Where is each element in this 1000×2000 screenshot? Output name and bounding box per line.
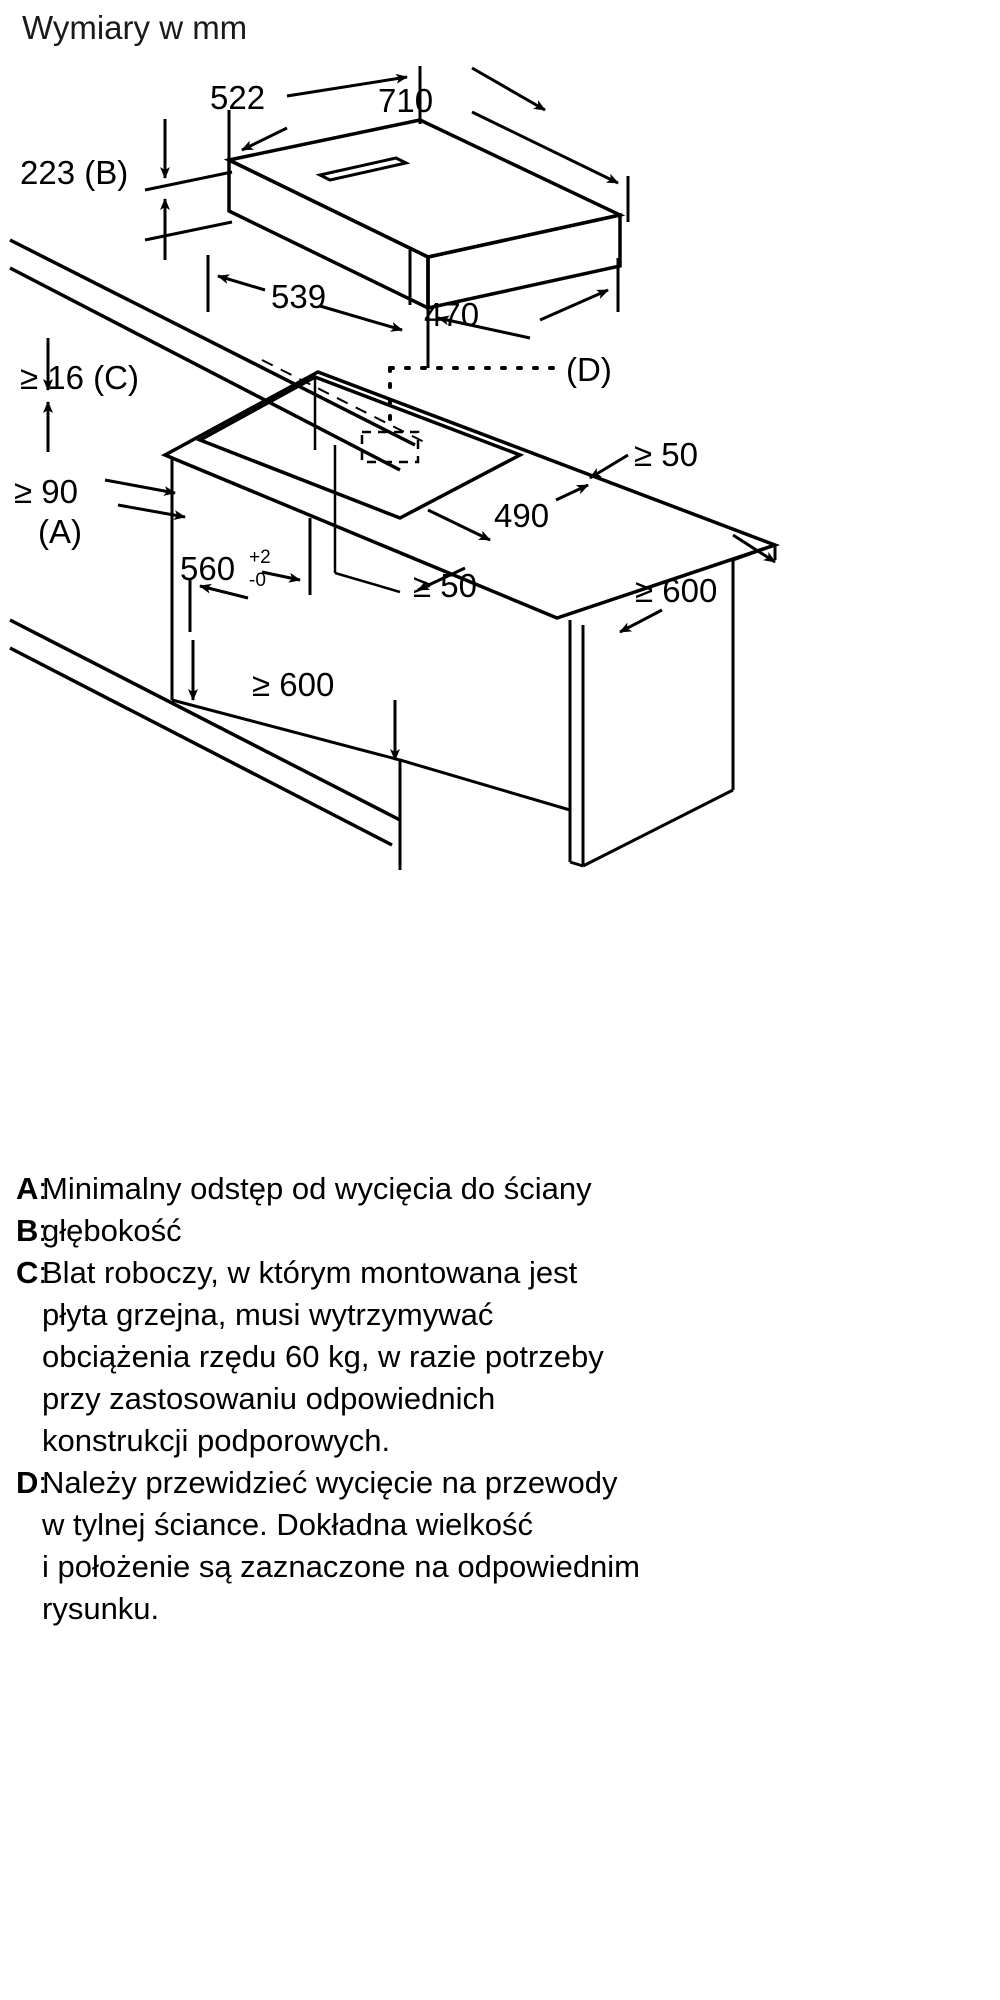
dim-710 xyxy=(471,66,630,222)
legend-text-a-line1: Minimalny odstęp od wycięcia do ściany xyxy=(42,1171,592,1206)
legend-text-c-line2: płyta grzejna, musi wytrzymywać xyxy=(42,1297,494,1332)
dim-600-right xyxy=(619,533,776,634)
dim-label-522: 522 xyxy=(210,79,265,116)
cable-cutout-box xyxy=(360,430,420,464)
dim-label-560-tol-minus: -0 xyxy=(249,570,266,591)
legend-key-d: D: xyxy=(16,1465,48,1500)
legend-item-d-cont3: X: i położenie są zaznaczone na odpowied… xyxy=(0,1546,1000,1588)
legend-item-c: C: Blat roboczy, w którym montowana jest xyxy=(0,1252,1000,1294)
legend-text-c-line3: obciążenia rzędu 60 kg, w razie potrzeby xyxy=(42,1339,604,1374)
dim-label-560: 560 xyxy=(180,550,235,587)
dim-label-d-marker: (D) xyxy=(566,351,612,388)
dim-label-560-tol-plus: +2 xyxy=(249,547,271,568)
legend-text-c-line1: Blat roboczy, w którym montowana jest xyxy=(42,1255,578,1290)
alignment-dashed-line xyxy=(261,359,431,446)
legend-text-d-line4: rysunku. xyxy=(42,1591,160,1626)
legend-item-c-cont4: X: przy zastosowaniu odpowiednich xyxy=(0,1378,1000,1420)
dim-label-490: 490 xyxy=(494,497,549,534)
legend-key-c: C: xyxy=(16,1255,48,1290)
worktop-slab xyxy=(9,238,416,847)
cooktop-left-face xyxy=(227,157,430,311)
legend-item-c-cont5: X: konstrukcji podporowych. xyxy=(0,1420,1000,1462)
legend-text-d-line2: w tylnej ściance. Dokładna wielkość xyxy=(42,1507,534,1542)
downdraft-vent-slot xyxy=(315,156,411,182)
legend-key-b-letter: B xyxy=(16,1213,39,1248)
legend-key-c-letter: C xyxy=(16,1255,39,1290)
dim-label-223-b: 223 (B) xyxy=(20,154,128,191)
dim-50-right xyxy=(589,453,629,480)
page-title: Wymiary w mm xyxy=(22,9,248,46)
dim-label-90-a-line2: (A) xyxy=(38,513,82,550)
legend-block: A: Minimalny odstęp od wycięcia do ścian… xyxy=(0,1168,1000,1630)
dim-223-b xyxy=(144,119,233,260)
legend-item-b: B: głębokość xyxy=(0,1210,1000,1252)
legend-item-d-cont4: X: rysunku. xyxy=(0,1588,1000,1630)
legend-key-a: A: xyxy=(16,1171,48,1206)
dim-label-16-c: ≥ 16 (C) xyxy=(20,359,139,396)
dim-470 xyxy=(426,258,620,368)
legend-item-a: A: Minimalny odstęp od wycięcia do ścian… xyxy=(0,1168,1000,1210)
dim-label-600-right: ≥ 600 xyxy=(635,572,717,609)
dim-label-600-bottom: ≥ 600 xyxy=(252,666,334,703)
cabinet-body xyxy=(170,445,777,870)
legend-text-c-line5: konstrukcji podporowych. xyxy=(42,1423,391,1458)
dim-label-470: 470 xyxy=(424,296,479,333)
dim-50-left xyxy=(417,566,466,592)
legend-item-d: D: Należy przewidzieć wycięcie na przewo… xyxy=(0,1462,1000,1504)
legend-item-d-cont2: X: w tylnej ściance. Dokładna wielkość xyxy=(0,1504,1000,1546)
legend-text-d-line1: Należy przewidzieć wycięcie na przewody xyxy=(42,1465,618,1500)
dim-label-50-left: ≥ 50 xyxy=(413,567,477,604)
dimension-drawing: 522 710 223 (B) 539 470 ≥ 16 (C) (D) ≥ 9… xyxy=(9,66,781,870)
legend-text-d-line3: i położenie są zaznaczone na odpowiednim xyxy=(42,1549,641,1584)
dim-label-50-right: ≥ 50 xyxy=(634,436,698,473)
legend-text-b-line1: głębokość xyxy=(42,1213,182,1248)
cooktop-right-face xyxy=(426,212,622,311)
legend-key-b: B: xyxy=(16,1213,48,1248)
dim-539 xyxy=(206,250,412,332)
legend-key-a-letter: A xyxy=(16,1171,39,1206)
dim-522 xyxy=(227,66,422,163)
legend-text-c-line4: przy zastosowaniu odpowiednich xyxy=(42,1381,496,1416)
legend-key-d-letter: D xyxy=(16,1465,39,1500)
dim-600-bottom xyxy=(188,640,400,761)
legend-item-c-cont3: X: obciążenia rzędu 60 kg, w razie potrz… xyxy=(0,1336,1000,1378)
legend-item-c-cont2: X: płyta grzejna, musi wytrzymywać xyxy=(0,1294,1000,1336)
dim-490 xyxy=(427,483,589,542)
dim-90-a xyxy=(104,478,186,520)
worktop-cutout xyxy=(195,375,525,520)
dim-label-710: 710 xyxy=(378,82,433,119)
dim-label-90-a-line1: ≥ 90 xyxy=(14,473,78,510)
dim-560 xyxy=(188,518,312,632)
dim-label-539: 539 xyxy=(271,278,326,315)
